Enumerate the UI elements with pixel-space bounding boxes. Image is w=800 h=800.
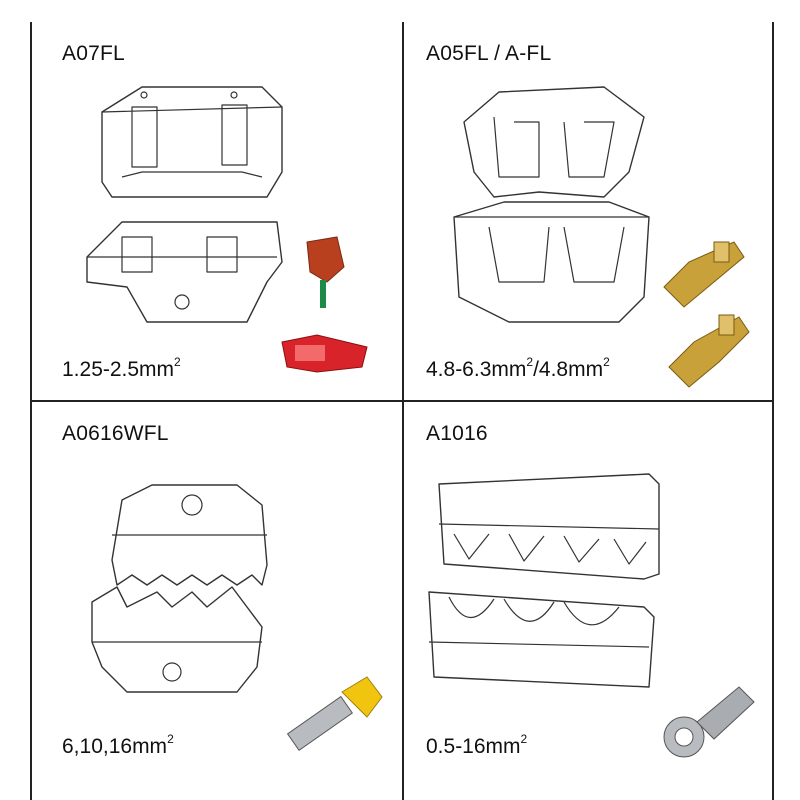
wire-size-spec: 4.8-6.3mm2/4.8mm2 xyxy=(426,355,610,382)
brass-female-terminal-upper xyxy=(663,241,745,308)
wire-size-spec: 6,10,16mm2 xyxy=(62,732,174,759)
cell-title: A1016 xyxy=(426,422,488,445)
wire-size-value: 4.8-6.3mm xyxy=(426,358,527,381)
cell-a0616wfl: A0616WFL 6,10,16mm2 xyxy=(32,402,402,782)
wire-size-exponent: 2 xyxy=(520,732,528,746)
wire-size-value: 0.5-16mm xyxy=(426,735,521,758)
grid-right-edge xyxy=(772,22,774,800)
ring-terminal xyxy=(663,686,755,758)
wire-size-value: 6,10,16mm xyxy=(62,735,168,758)
wire-size-spec: 0.5-16mm2 xyxy=(426,732,528,759)
wire-size-tail: /4.8mm xyxy=(533,358,604,381)
die-upper-a05fl xyxy=(463,86,645,198)
grid-left-edge xyxy=(30,22,32,800)
die-upper-a07fl xyxy=(101,86,283,198)
die-lower-a05fl xyxy=(453,201,650,323)
wire-size-exponent: 2 xyxy=(526,355,534,369)
red-flag-terminal xyxy=(281,334,368,373)
die-lower-a0616wfl xyxy=(91,586,263,693)
yellow-ferrule xyxy=(286,676,383,751)
cell-title: A05FL / A-FL xyxy=(426,42,552,65)
cell-a07fl: A07FL 1.25-2.5mm2 xyxy=(32,22,402,402)
wire-size-spec: 1.25-2.5mm2 xyxy=(62,355,181,382)
cell-a05fl: A05FL / A-FL 4.8-6.3mm2/4.8mm2 xyxy=(404,22,774,402)
cell-title: A07FL xyxy=(62,42,125,65)
grid-horizontal-line xyxy=(30,400,774,402)
wire-size-exponent: 2 xyxy=(174,355,181,369)
wire-size-tail-exponent: 2 xyxy=(603,355,610,369)
die-lower-a1016 xyxy=(428,591,655,688)
grid-vertical-line xyxy=(402,22,404,800)
brass-female-terminal-lower xyxy=(668,314,750,388)
wire-size-value: 1.25-2.5mm xyxy=(62,358,175,381)
wire-size-exponent: 2 xyxy=(167,732,174,746)
cell-a1016: A1016 0.5-16mm2 xyxy=(404,402,774,782)
die-upper-a0616wfl xyxy=(111,484,268,586)
cell-title: A0616WFL xyxy=(62,422,169,445)
die-upper-a1016 xyxy=(438,473,660,580)
red-flag-terminal-insulated xyxy=(306,236,345,308)
die-lower-a07fl xyxy=(86,221,283,323)
